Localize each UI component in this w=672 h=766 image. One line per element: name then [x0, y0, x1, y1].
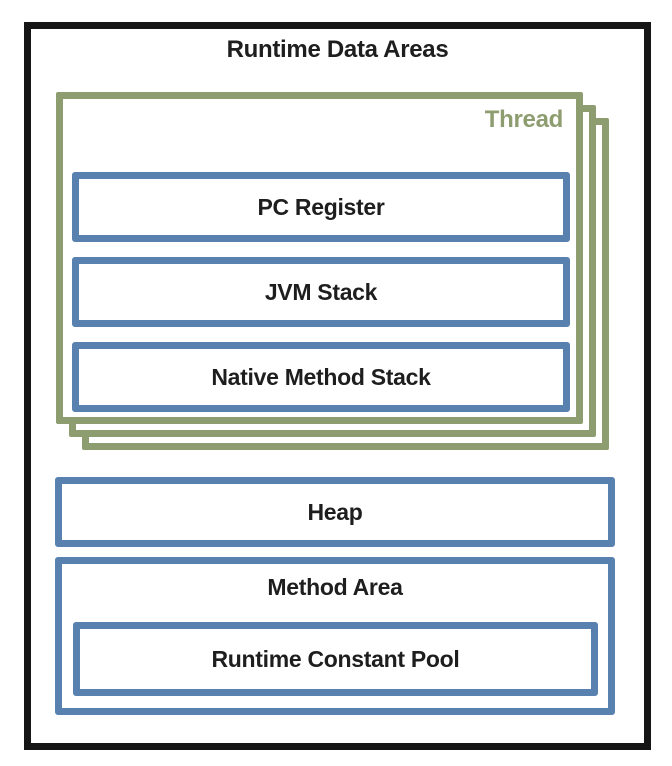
pc-register-label: PC Register	[257, 193, 385, 220]
thread-label: Thread	[484, 106, 564, 133]
method-area-label: Method Area	[267, 574, 403, 600]
runtime-constant-pool-box: Runtime Constant Pool	[73, 622, 598, 696]
native-method-stack-box: Native Method Stack	[72, 342, 570, 412]
jvm-stack-label: JVM Stack	[264, 278, 378, 305]
runtime-constant-pool-label: Runtime Constant Pool	[211, 645, 460, 672]
jvm-stack-box: JVM Stack	[72, 257, 570, 327]
diagram-title: Runtime Data Areas	[226, 36, 449, 63]
heap-label: Heap	[307, 498, 363, 525]
pc-register-box: PC Register	[72, 172, 570, 242]
native-method-stack-label: Native Method Stack	[211, 363, 431, 390]
heap-box: Heap	[55, 477, 615, 547]
